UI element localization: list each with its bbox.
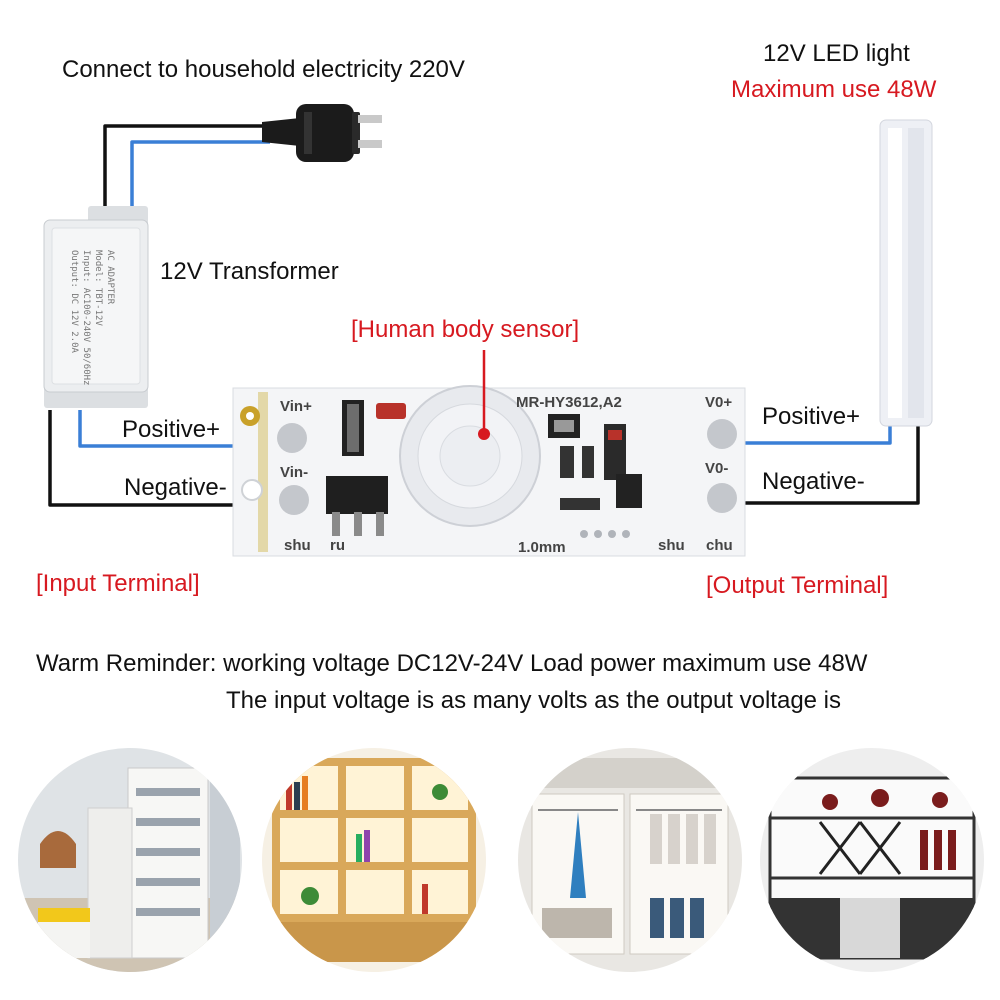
transformer-label: 12V Transformer (160, 258, 339, 285)
mains-blue-wire (130, 140, 270, 218)
pad-vo-minus (707, 483, 737, 513)
photo-bookshelf (262, 748, 486, 972)
pad-vo-plus (707, 419, 737, 449)
sensor-label: [Human body sensor] (351, 316, 580, 343)
photo-wardrobe (518, 748, 742, 972)
led-light-bar (879, 119, 933, 427)
input-negative-wire (48, 410, 240, 507)
adapter-text-1: AC ADAPTER (105, 250, 115, 305)
wires (48, 124, 920, 507)
reminder-line-1: Warm Reminder: working voltage DC12V-24V… (36, 650, 868, 677)
reminder-line-2: The input voltage is as many volts as th… (226, 687, 842, 714)
mount-hole-bottom (241, 479, 263, 501)
wiring-diagram: AC ADAPTER Model: TBT-12V Input: AC100-2… (43, 104, 933, 557)
board-shu-right: shu (658, 537, 685, 554)
transformer-adapter: AC ADAPTER Model: TBT-12V Input: AC100-2… (43, 206, 149, 408)
board-chu: chu (706, 537, 733, 554)
output-positive-wire (745, 420, 892, 445)
led-title-label: 12V LED light (763, 40, 910, 67)
mains-black-wire (103, 124, 270, 218)
mains-label: Connect to household electricity 220V (62, 56, 465, 83)
output-negative-wire (745, 420, 920, 505)
output-negative-label: Negative- (762, 468, 865, 495)
power-plug-icon (262, 104, 382, 162)
input-positive-wire (78, 410, 240, 448)
board-vin-plus: Vin+ (280, 398, 312, 415)
output-terminal-label: [Output Terminal] (706, 572, 889, 599)
sensor-board: MR-HY3612,A2 Vin+ Vin- V0+ V0- shu ru 1.… (232, 350, 746, 557)
input-terminal-label: [Input Terminal] (36, 570, 200, 597)
pad-vin-minus (279, 485, 309, 515)
adapter-text-3: Input: AC100-240V 50/60Hz (81, 250, 91, 385)
pad-vin-plus (277, 423, 307, 453)
board-thickness: 1.0mm (518, 539, 566, 556)
board-vin-minus: Vin- (280, 464, 308, 481)
input-negative-label: Negative- (124, 474, 227, 501)
adapter-text-4: Output: DC 12V 2.0A (69, 250, 79, 354)
board-shu-left: shu (284, 537, 311, 554)
board-vo-plus: V0+ (705, 394, 732, 411)
board-vo-minus: V0- (705, 460, 728, 477)
board-ru: ru (330, 537, 345, 554)
input-positive-label: Positive+ (122, 416, 221, 443)
photo-entryway-cabinet (18, 748, 242, 972)
output-positive-label: Positive+ (762, 403, 861, 430)
application-photos (0, 748, 1000, 1000)
adapter-text-2: Model: TBT-12V (93, 250, 103, 326)
board-model: MR-HY3612,A2 (516, 394, 622, 411)
led-max-label: Maximum use 48W (731, 76, 937, 103)
photo-wine-cabinet (760, 748, 984, 972)
